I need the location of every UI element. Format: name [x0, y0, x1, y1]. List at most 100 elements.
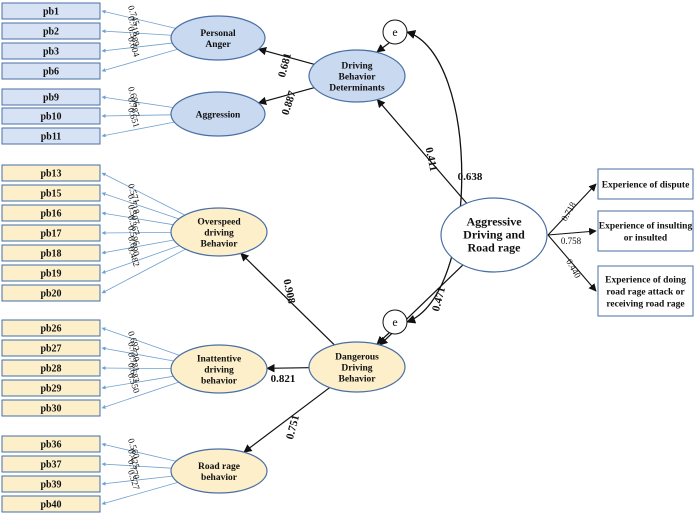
- blue-indicator-box-pb6: [1, 62, 101, 80]
- outcome-label-2-line-1: road rage attack or: [606, 288, 685, 298]
- blue-indicator-box-pb9: [1, 88, 101, 106]
- yellow-loading-arrow-pb16: [101, 211, 174, 226]
- determinants-path-value-1: 0.887: [280, 89, 299, 117]
- outcome-box-1: [597, 210, 694, 252]
- driving-behavior-determinants-label-line-0: Driving: [341, 62, 372, 72]
- main-path-value-0: 0.411: [423, 146, 440, 172]
- yellow-indicator-box-pb37: [1, 455, 101, 473]
- yellow-factor-label-1-line-1: driving: [204, 366, 234, 376]
- yellow-indicator-box-pb17: [1, 224, 101, 242]
- yellow-indicator-box-pb27: [1, 339, 101, 357]
- blue-indicator-label-pb10: pb10: [40, 112, 61, 123]
- error-term-label-0: e: [392, 25, 397, 39]
- yellow-loading-arrow-pb15: [101, 192, 179, 220]
- blue-factor-label-1-line-0: Aggression: [196, 111, 241, 121]
- yellow-indicator-box-pb30: [1, 399, 101, 417]
- determinants-path-value-0: 0.681: [276, 52, 294, 79]
- blue-indicator-box-pb11: [1, 127, 101, 145]
- yellow-loading-arrow-pb29: [101, 375, 174, 390]
- main-path-arrow-0: [376, 98, 468, 204]
- aggressive-driving-road-rage-label-line-0: Aggressive: [466, 215, 522, 229]
- error-arrow-0: [376, 42, 390, 53]
- outcome-arrow-1: [547, 227, 597, 236]
- yellow-loading-arrow-pb18: [101, 239, 174, 255]
- error-term-circle-0: [382, 19, 408, 45]
- yellow-indicator-box-pb28: [1, 359, 101, 377]
- dangerous-path-value-1: 0.821: [271, 373, 296, 385]
- yellow-factor-label-1-line-2: behavior: [201, 377, 238, 387]
- determinants-path-arrow-0: [257, 47, 315, 65]
- yellow-indicator-label-pb13: pb13: [40, 169, 61, 180]
- error-covariance-value: 0.638: [458, 171, 483, 183]
- blue-indicator-label-pb2: pb2: [43, 27, 59, 38]
- aggressive-driving-road-rage-node: [440, 197, 548, 273]
- outcome-arrow-0: [547, 183, 597, 236]
- yellow-loading-arrow-pb28: [101, 366, 172, 371]
- driving-behavior-determinants-node: [308, 49, 406, 103]
- yellow-indicator-label-pb29: pb29: [40, 384, 61, 395]
- yellow-indicator-label-pb19: pb19: [40, 269, 61, 280]
- yellow-factor-label-2-line-0: Road rage: [198, 462, 240, 472]
- outcome-label-2-line-0: Experience of doing: [605, 276, 686, 286]
- error-covariance-curve: [406, 30, 463, 324]
- dangerous-driving-behavior-label-line-2: Behavior: [339, 375, 377, 385]
- yellow-factor-2: [170, 448, 268, 494]
- yellow-loading-arrow-pb36: [101, 442, 177, 462]
- yellow-indicator-box-pb15: [1, 184, 101, 202]
- yellow-loading-arrow-pb17: [101, 230, 172, 235]
- outcome-box-0: [597, 168, 694, 200]
- yellow-indicator-label-pb36: pb36: [40, 440, 61, 451]
- yellow-indicator-box-pb19: [1, 264, 101, 282]
- yellow-indicator-label-pb28: pb28: [40, 364, 61, 375]
- yellow-indicator-label-pb18: pb18: [40, 249, 61, 260]
- dangerous-path-arrow-0: [240, 252, 335, 346]
- outcome-arrow-2: [547, 234, 597, 292]
- yellow-indicator-label-pb39: pb39: [40, 480, 61, 491]
- yellow-loading-arrow-pb19: [101, 245, 180, 274]
- yellow-indicator-label-pb40: pb40: [40, 500, 61, 511]
- yellow-indicator-label-pb15: pb15: [40, 189, 61, 200]
- blue-loading-arrow-pb9: [101, 95, 174, 108]
- arrow-layer: [101, 9, 597, 505]
- dangerous-path-arrow-1: [266, 363, 310, 373]
- yellow-loading-arrow-pb26: [101, 327, 180, 356]
- blue-indicator-label-pb11: pb11: [41, 132, 62, 143]
- yellow-factor-label-2-line-1: behavior: [201, 473, 238, 483]
- yellow-loading-arrow-pb37: [101, 462, 172, 469]
- blue-indicator-box-pb10: [1, 107, 101, 125]
- yellow-indicator-box-pb39: [1, 475, 101, 493]
- yellow-indicator-box-pb20: [1, 284, 101, 302]
- yellow-indicator-label-pb37: pb37: [40, 460, 61, 471]
- blue-indicator-box-pb3: [1, 42, 101, 60]
- yellow-indicator-box-pb40: [1, 495, 101, 513]
- blue-indicator-label-pb3: pb3: [43, 47, 59, 58]
- blue-loading-arrow-pb1: [101, 9, 176, 29]
- blue-loading-arrow-pb2: [101, 29, 172, 36]
- error-arrow-1: [376, 332, 390, 345]
- outcome-value-1: 0.758: [561, 236, 582, 246]
- blue-indicator-box-pb2: [1, 22, 101, 40]
- error-term-circle-1: [382, 309, 408, 335]
- yellow-factor-label-0-line-0: Overspeed: [197, 218, 241, 228]
- yellow-factor-1: [170, 344, 268, 394]
- blue-loading-arrow-pb11: [101, 121, 175, 138]
- outcome-box-2: [597, 265, 694, 317]
- yellow-indicator-label-pb20: pb20: [40, 289, 61, 300]
- yellow-loading-arrow-pb27: [101, 346, 174, 362]
- yellow-loading-arrow-pb20: [101, 248, 186, 294]
- outcome-label-1-line-0: Experience of insulting: [599, 222, 693, 232]
- driving-behavior-determinants-label-line-2: Determinants: [329, 84, 385, 94]
- yellow-loading-arrow-pb40: [101, 482, 179, 505]
- blue-indicator-label-pb9: pb9: [43, 93, 59, 104]
- outcome-value-2: 0.440: [564, 257, 583, 280]
- aggressive-driving-road-rage-label-line-2: Road rage: [468, 241, 522, 255]
- blue-loading-arrow-pb3: [101, 42, 173, 53]
- yellow-indicator-box-pb18: [1, 244, 101, 262]
- yellow-indicator-box-pb29: [1, 379, 101, 397]
- yellow-indicator-box-pb16: [1, 204, 101, 222]
- yellow-indicator-box-pb26: [1, 319, 101, 337]
- yellow-loading-arrow-pb13: [101, 172, 186, 216]
- outcome-label-0-line-0: Experience of dispute: [602, 181, 690, 191]
